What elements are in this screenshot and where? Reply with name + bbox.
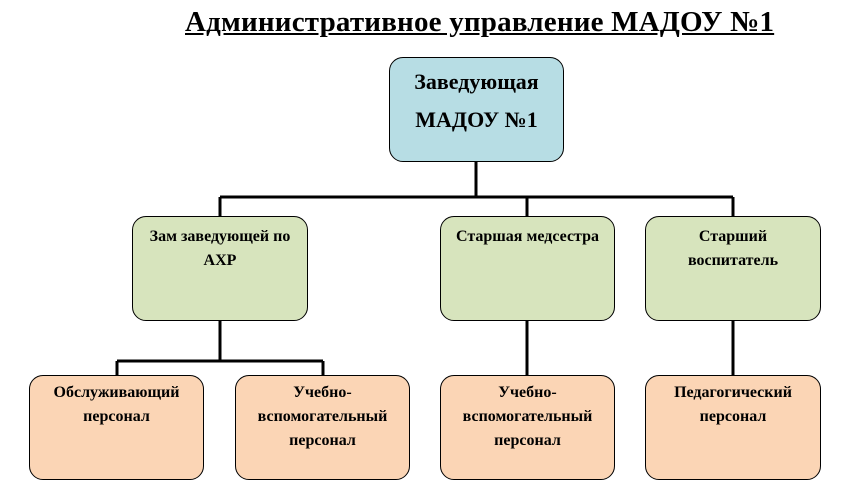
node-deputy-ahr: Зам заведующей по АХР (132, 216, 308, 321)
node-head-line-1: Заведующая (414, 69, 539, 94)
node-deputy-ahr-line-2: АХР (203, 252, 237, 269)
node-head: Заведующая МАДОУ №1 (389, 57, 564, 162)
node-service-staff: Обслуживающий персонал (29, 375, 204, 480)
node-deputy-ahr-line-1: Зам заведующей по (149, 228, 291, 245)
node-support-staff-1-line-2: вспомогательный (257, 408, 388, 425)
node-support-staff-2-line-3: персонал (494, 432, 561, 449)
node-senior-nurse: Старшая медсестра (440, 216, 615, 321)
node-senior-educator-line-2: воспитатель (687, 252, 779, 269)
diagram-title: Административное управление МАДОУ №1 (185, 6, 775, 38)
node-senior-educator: Старший воспитатель (645, 216, 821, 321)
node-support-staff-2: Учебно- вспомогательный персонал (440, 375, 615, 480)
node-senior-nurse-line-1: Старшая медсестра (456, 228, 599, 245)
node-teaching-staff-line-2: персонал (699, 408, 767, 425)
node-teaching-staff-line-1: Педагогический (674, 384, 792, 401)
node-head-line-2: МАДОУ №1 (415, 107, 538, 132)
node-service-staff-line-2: персонал (83, 408, 150, 425)
node-teaching-staff: Педагогический персонал (645, 375, 821, 480)
node-support-staff-1-line-3: персонал (289, 432, 356, 449)
node-support-staff-2-line-2: вспомогательный (462, 408, 593, 425)
node-support-staff-1-line-1: Учебно- (293, 384, 352, 401)
node-service-staff-line-1: Обслуживающий (53, 384, 180, 401)
node-support-staff-2-line-1: Учебно- (498, 384, 557, 401)
node-support-staff-1: Учебно- вспомогательный персонал (235, 375, 410, 480)
node-senior-educator-line-1: Старший (698, 228, 768, 245)
